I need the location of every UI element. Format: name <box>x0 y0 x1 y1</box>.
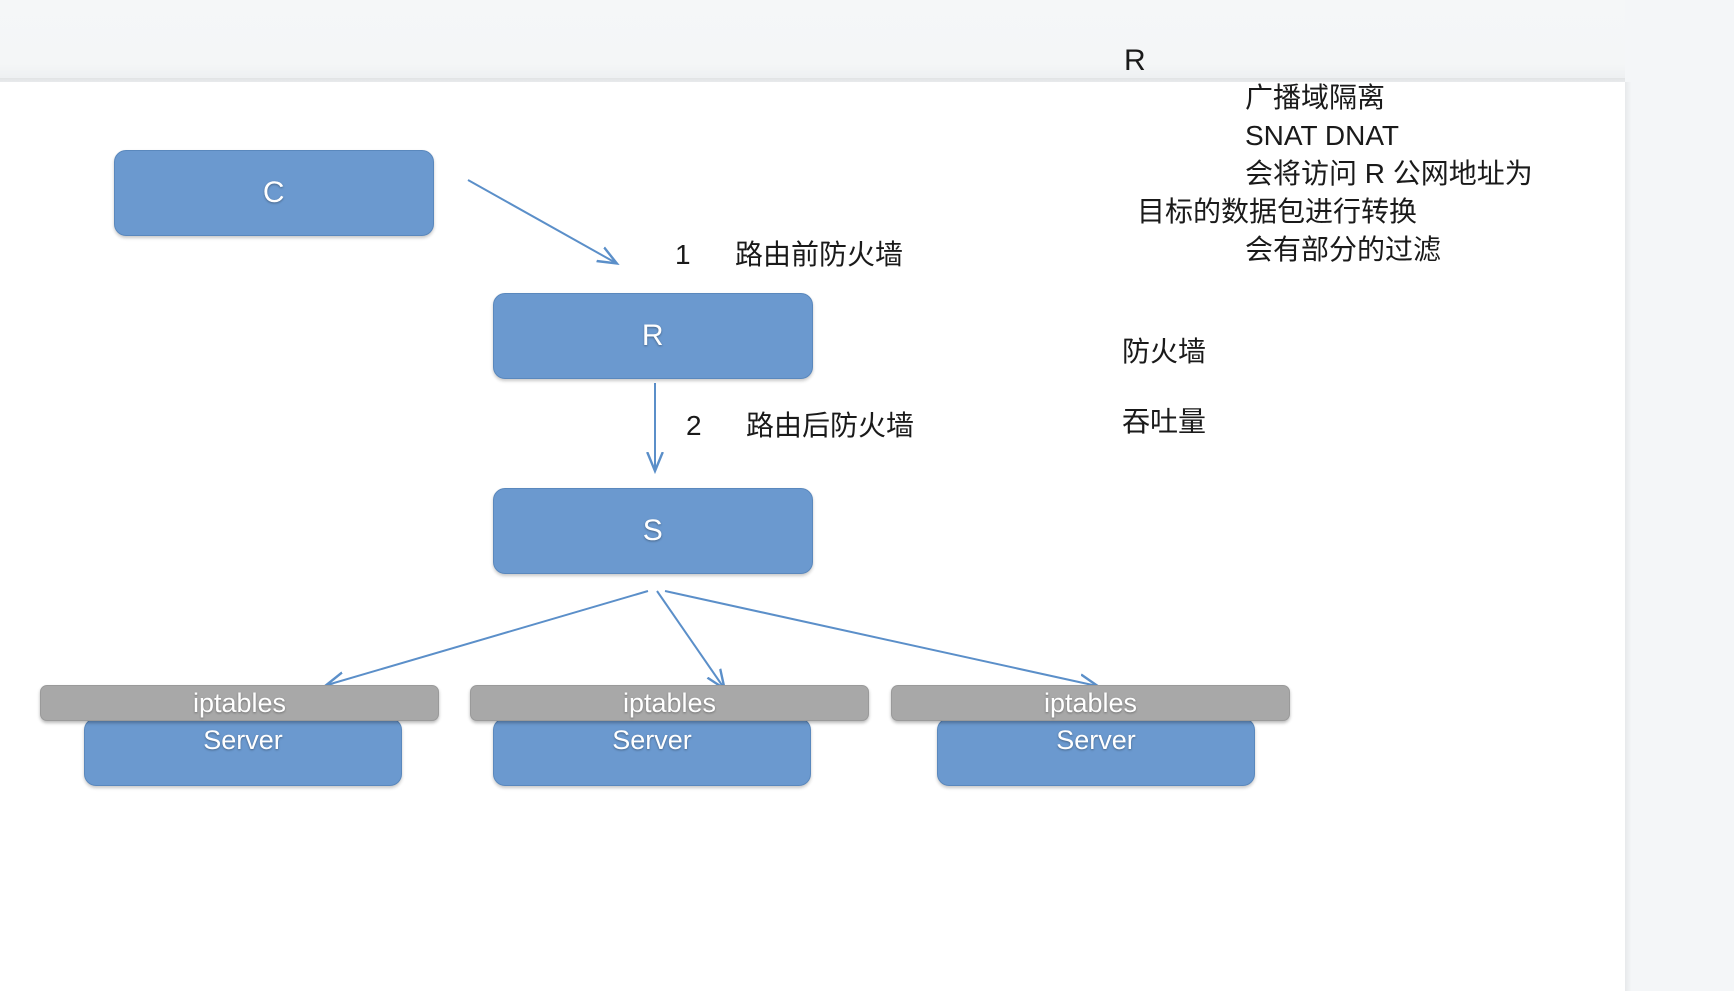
node-router-label: R <box>641 319 665 352</box>
side-label-throughput: 吞吐量 <box>1122 406 1207 437</box>
step-2-number: 2 <box>686 410 702 441</box>
server-label-2: Server <box>612 725 692 755</box>
step-label-2: 2 路由后防火墙 <box>686 404 914 444</box>
note-line-2: SNAT DNAT <box>1245 120 1400 151</box>
server-box-3[interactable]: Server <box>937 718 1255 786</box>
right-gutter <box>1625 0 1734 991</box>
iptables-label-1: iptables <box>192 687 287 718</box>
top-r-marker: R <box>1124 44 1146 77</box>
note-line-1: 广播域隔离 <box>1245 82 1386 113</box>
server-label-3: Server <box>1056 725 1136 755</box>
iptables-label-2: iptables <box>622 687 717 718</box>
top-band-shadow <box>0 78 1734 84</box>
note-line-3: 会将访问 R 公网地址为 <box>1245 158 1533 189</box>
server-box-1[interactable]: Server <box>84 718 402 786</box>
step-1-number: 1 <box>675 239 691 270</box>
node-client-label: C <box>262 176 286 209</box>
step-label-1: 1 路由前防火墙 <box>675 233 903 273</box>
iptables-bar-2[interactable]: iptables <box>470 685 869 721</box>
server-box-2[interactable]: Server <box>493 718 811 786</box>
note-line-5: 会有部分的过滤 <box>1245 234 1442 265</box>
node-client-c[interactable]: C <box>114 150 434 236</box>
node-switch-s[interactable]: S <box>493 488 813 574</box>
note-line-4: 目标的数据包进行转换 <box>1137 196 1418 227</box>
top-chrome-band <box>0 0 1734 82</box>
right-gutter-edge <box>1625 82 1632 991</box>
iptables-bar-1[interactable]: iptables <box>40 685 439 721</box>
iptables-bar-3[interactable]: iptables <box>891 685 1290 721</box>
step-1-text: 路由前防火墙 <box>735 239 904 270</box>
node-switch-label: S <box>642 514 664 547</box>
node-router-r[interactable]: R <box>493 293 813 379</box>
router-notes-block: 广播域隔离 SNAT DNAT 会将访问 R 公网地址为 目标的数据包进行转换 … <box>1137 79 1533 269</box>
step-2-text: 路由后防火墙 <box>746 410 915 441</box>
server-label-1: Server <box>203 725 283 755</box>
side-label-firewall: 防火墙 <box>1122 336 1207 367</box>
iptables-label-3: iptables <box>1043 687 1138 718</box>
